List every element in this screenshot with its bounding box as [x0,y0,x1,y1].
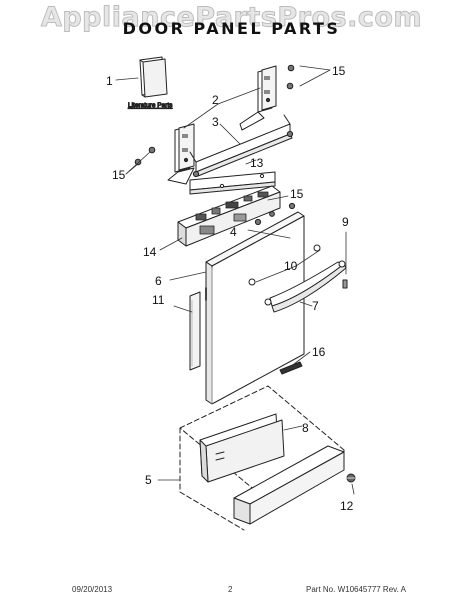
callout-5: 5 [145,473,152,487]
callout-10: 10 [284,259,298,273]
callout-15-top: 15 [332,64,346,78]
footer-part-number: Part No. W10645777 Rev. A [306,585,406,594]
callout-8: 8 [302,421,309,435]
callout-7: 7 [312,299,319,313]
logo-badge [279,361,303,375]
callout-15-left: 15 [112,168,126,182]
callout-12: 12 [340,499,354,513]
callout-15-middle: 15 [290,187,304,201]
footer-page-number: 2 [228,585,233,594]
toe-kick-panel [233,445,345,525]
watermark: AppliancePartsPros.com [40,2,423,34]
screw-12 [346,473,356,483]
handle-spacers-10 [248,244,321,286]
footer-date: 09/20/2013 [72,585,113,594]
callout-3: 3 [212,115,219,129]
callout-13: 13 [250,156,264,170]
callout-14: 14 [143,245,157,259]
hinge-bracket-right [239,65,277,131]
callout-numbers: 1 2 3 4 5 6 7 8 9 10 11 12 13 14 15 15 1… [106,64,354,513]
callout-9: 9 [342,215,349,229]
access-panel [199,413,285,483]
screws-15 [134,64,296,226]
outer-door-panel [205,211,305,405]
literature-parts-label: Literature Parts [128,102,173,109]
insulation-panel [189,291,201,371]
callout-6: 6 [155,274,162,288]
handle-screw-9 [342,279,348,289]
control-panel-frame [189,171,276,195]
literature-booklet [139,56,168,98]
hinge-bracket-left [167,123,195,185]
callout-4: 4 [230,225,237,239]
leader-lines [115,65,355,495]
callout-1: 1 [106,74,113,88]
callout-16: 16 [312,345,326,359]
page-title: DOOR PANEL PARTS [122,19,341,38]
callout-11: 11 [152,293,165,307]
callout-2: 2 [212,93,219,107]
control-board [177,185,281,247]
